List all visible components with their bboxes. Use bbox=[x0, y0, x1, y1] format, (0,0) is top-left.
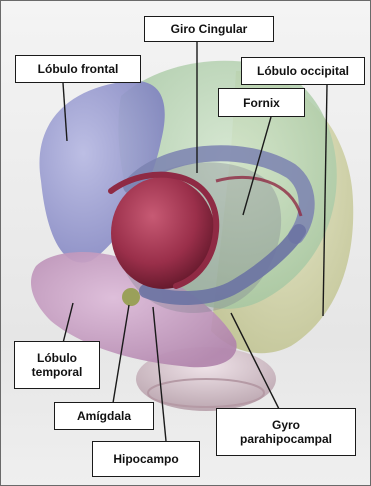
label-lobulo-temporal-line2: temporal bbox=[32, 365, 83, 379]
label-gyro-line1: Gyro bbox=[272, 418, 300, 432]
label-gyro-parahipocampal: Gyro parahipocampal bbox=[216, 408, 356, 456]
label-hipocampo-text: Hipocampo bbox=[113, 452, 178, 466]
label-lobulo-occipital: Lóbulo occipital bbox=[241, 57, 365, 85]
label-lobulo-temporal: Lóbulo temporal bbox=[14, 341, 100, 389]
label-hipocampo: Hipocampo bbox=[92, 441, 200, 477]
label-giro-cingular: Giro Cingular bbox=[144, 16, 274, 42]
amygdala-shape bbox=[122, 288, 140, 306]
label-amigdala-text: Amígdala bbox=[77, 409, 131, 423]
label-lobulo-frontal-text: Lóbulo frontal bbox=[38, 62, 119, 76]
label-lobulo-frontal: Lóbulo frontal bbox=[15, 55, 141, 83]
label-amigdala: Amígdala bbox=[54, 402, 154, 430]
label-lobulo-occipital-text: Lóbulo occipital bbox=[257, 64, 349, 78]
label-fornix-text: Fornix bbox=[243, 96, 280, 110]
label-giro-cingular-text: Giro Cingular bbox=[171, 22, 248, 36]
label-lobulo-temporal-line1: Lóbulo bbox=[37, 351, 77, 365]
label-fornix: Fornix bbox=[218, 88, 305, 117]
label-gyro-line2: parahipocampal bbox=[240, 432, 332, 446]
